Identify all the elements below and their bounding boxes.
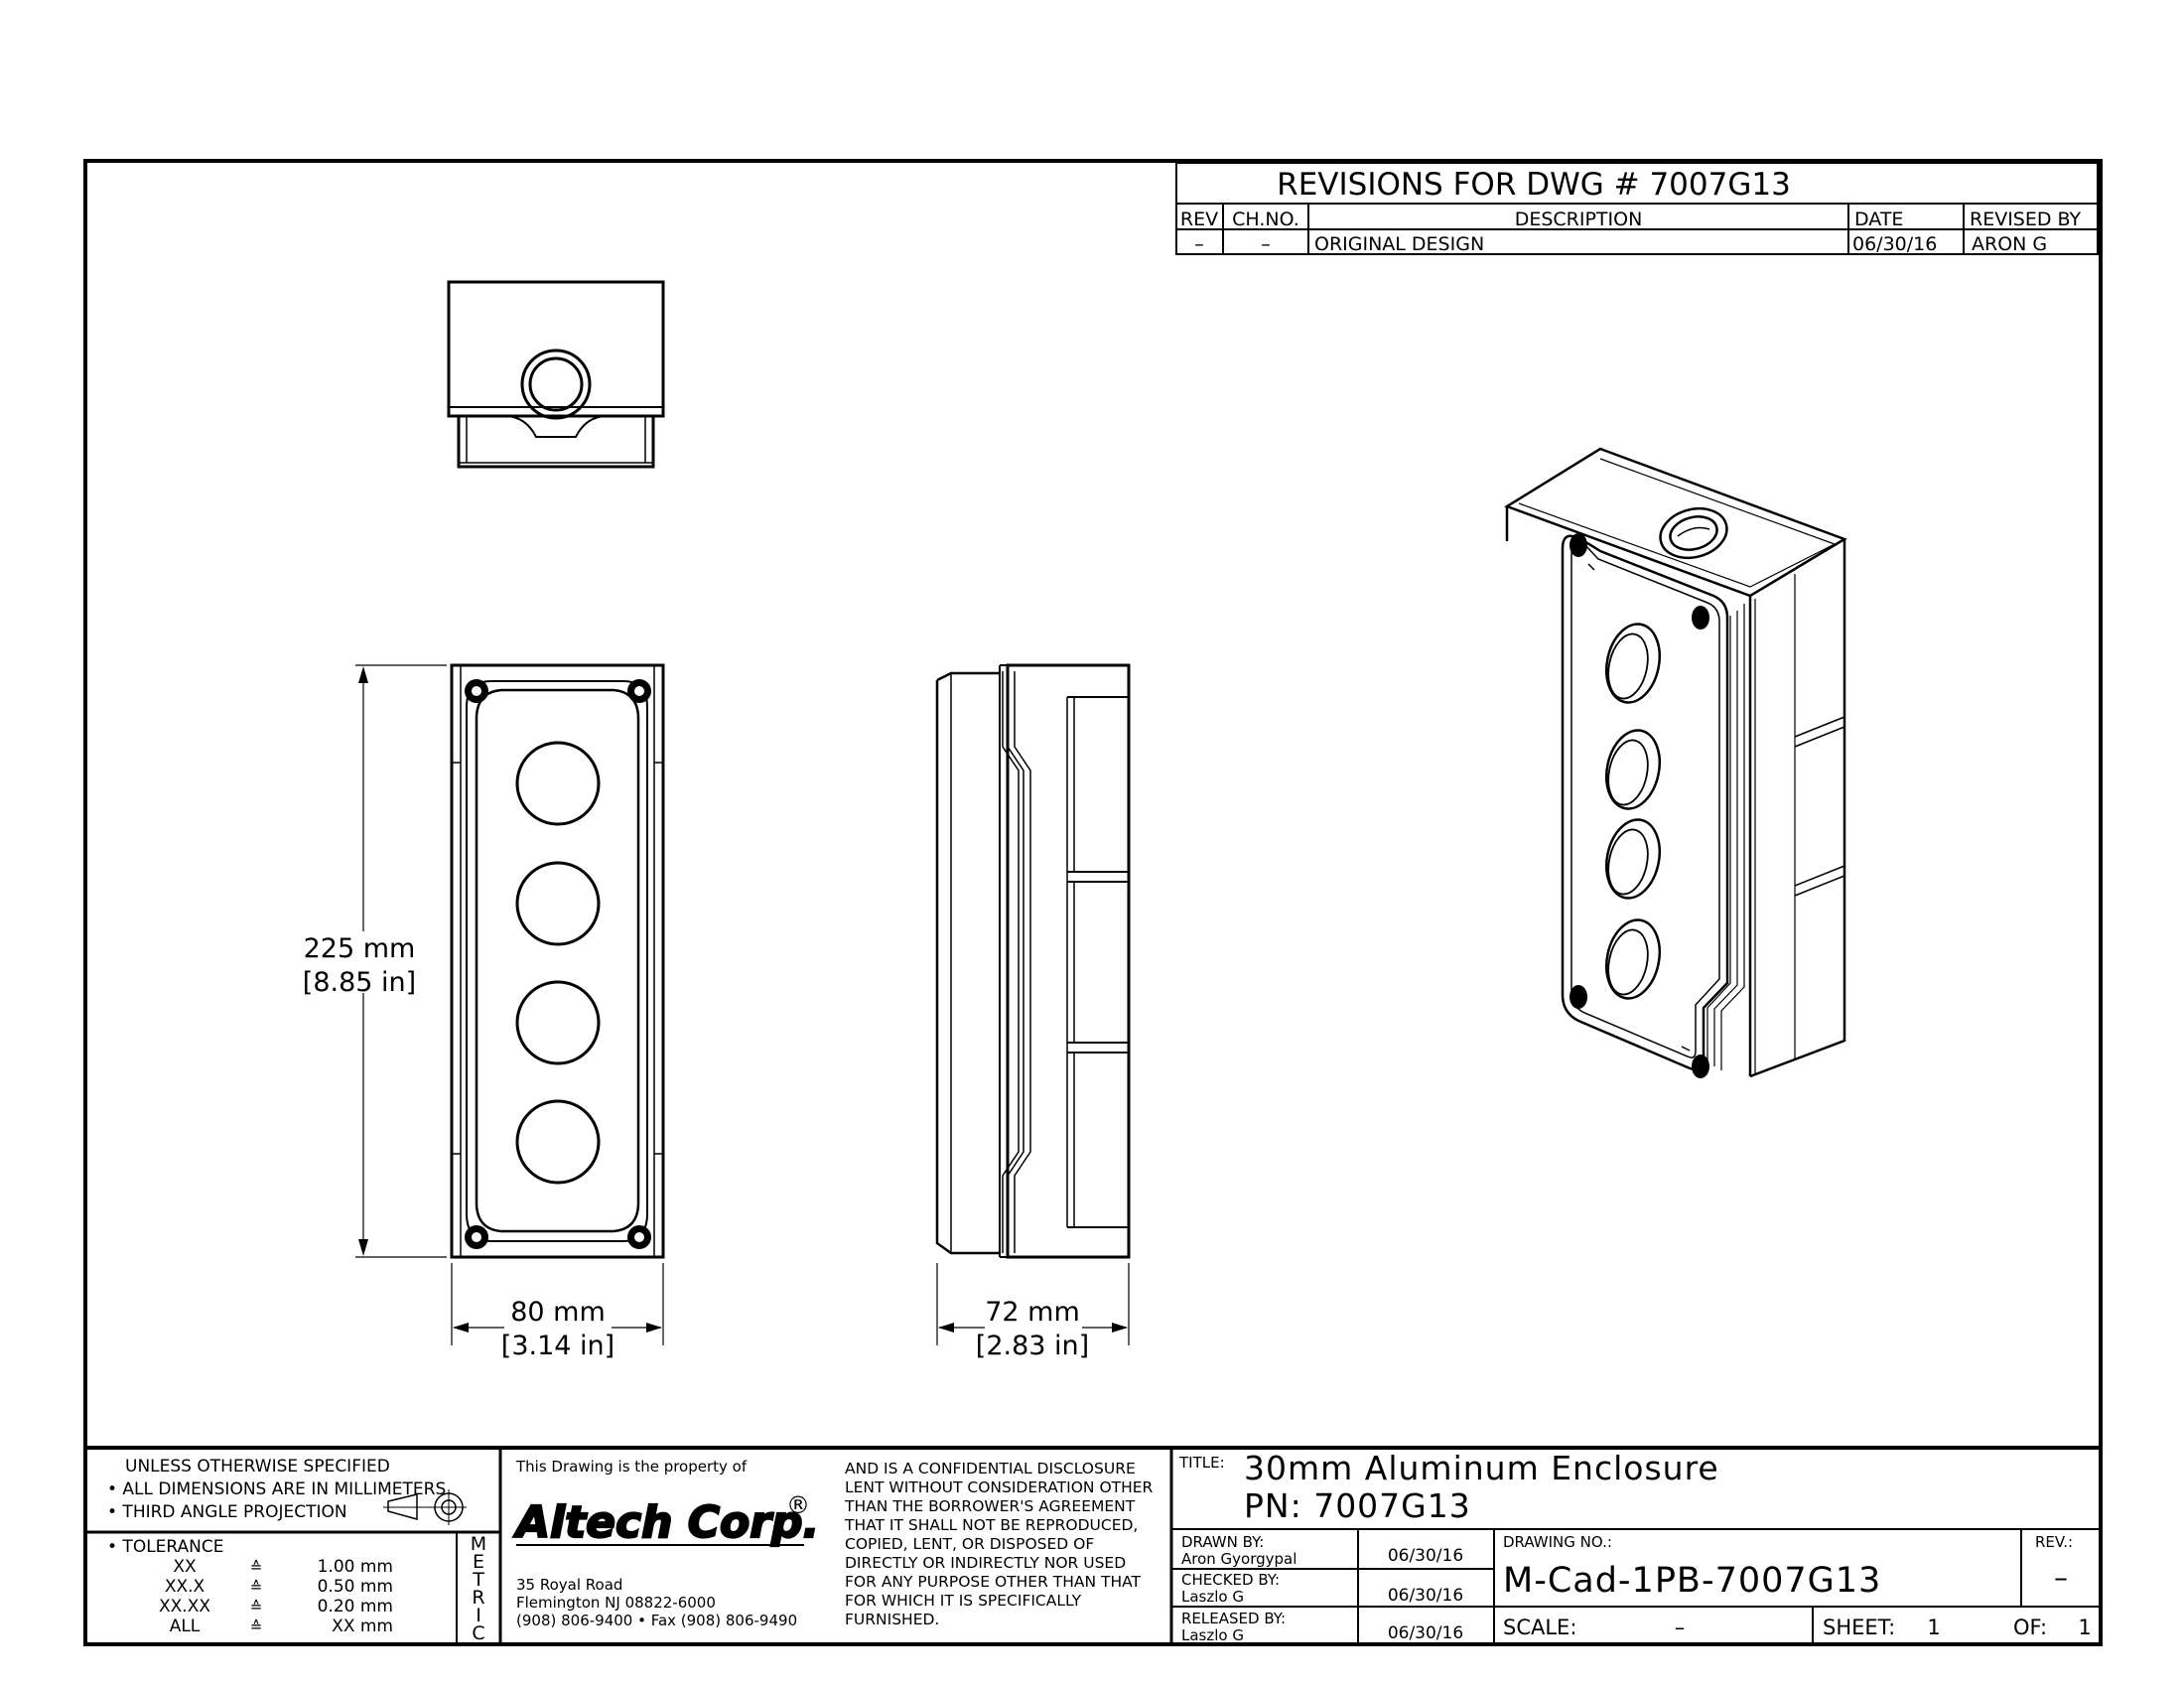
tolerance-value: 0.20 mm <box>318 1597 393 1617</box>
tolerance-label: • TOLERANCE <box>107 1537 224 1557</box>
scale-label: SCALE: <box>1503 1616 1576 1639</box>
revision-date: 06/30/16 <box>1852 233 1937 255</box>
metric-letter: C <box>472 1622 484 1644</box>
rev-value: – <box>2054 1561 2068 1594</box>
company-phone: (908) 806-9400 • Fax (908) 806-9490 <box>516 1612 797 1629</box>
metric-letter: I <box>476 1605 481 1626</box>
depth-mm-label: 72 mm <box>985 1297 1080 1328</box>
note-third-angle: • THIRD ANGLE PROJECTION <box>107 1502 347 1522</box>
third-angle-projection-icon <box>383 1489 467 1525</box>
note-unless-specified: UNLESS OTHERWISE SPECIFIED <box>125 1457 390 1477</box>
tolerance-format: XX <box>173 1557 197 1577</box>
checked-by-label: CHECKED BY: <box>1181 1571 1280 1589</box>
company-address-1: 35 Royal Road <box>516 1576 622 1594</box>
tolerance-value: 1.00 mm <box>318 1557 393 1577</box>
revisions-title: REVISIONS FOR DWG # 7007G13 <box>1277 167 1791 203</box>
revised-by-header: REVISED BY <box>1970 209 2082 230</box>
metric-letter: M <box>471 1533 486 1555</box>
disclosure-line: THAN THE BORROWER'S AGREEMENT <box>844 1497 1136 1515</box>
drawn-by-name: Aron Gyorgypal <box>1181 1550 1297 1568</box>
metric-letter: E <box>473 1551 484 1573</box>
metric-letter: T <box>472 1569 484 1591</box>
depth-dimension: 72 mm [2.83 in] <box>936 1263 1130 1361</box>
revision-revised-by: ARON G <box>1972 233 2047 255</box>
general-notes: UNLESS OTHERWISE SPECIFIED • ALL DIMENSI… <box>107 1457 486 1644</box>
ch-no-header: CH.NO. <box>1232 209 1299 230</box>
corner-screws <box>465 679 651 1249</box>
tolerance-format: XX.XX <box>159 1597 210 1617</box>
sheet-label: SHEET: <box>1823 1616 1895 1639</box>
disclosure-line: AND IS A CONFIDENTIAL DISCLOSURE <box>845 1460 1136 1477</box>
disclosure-line: COPIED, LENT, OR DISPOSED OF <box>845 1535 1094 1553</box>
metric-letter: R <box>472 1587 484 1609</box>
sheet-border <box>83 159 2103 1646</box>
of-label: OF: <box>2013 1616 2047 1639</box>
released-by-label: RELEASED BY: <box>1181 1610 1286 1627</box>
checked-by-name: Laszlo G <box>1181 1588 1244 1606</box>
drawing-no-label: DRAWING NO.: <box>1503 1533 1612 1551</box>
tolerance-symbol: ≙ <box>250 1558 263 1576</box>
width-in-label: [3.14 in] <box>501 1331 614 1361</box>
height-mm-label: 225 mm <box>304 933 416 964</box>
drawn-by-label: DRAWN BY: <box>1181 1533 1264 1551</box>
of-value: 1 <box>2078 1616 2091 1639</box>
title-label: TITLE: <box>1178 1454 1225 1472</box>
registered-mark: ® <box>786 1491 810 1519</box>
front-view <box>450 663 665 1259</box>
drawing-number: M-Cad-1PB-7007G13 <box>1503 1561 1881 1601</box>
tolerance-value: XX mm <box>332 1617 393 1636</box>
released-by-name: Laszlo G <box>1181 1626 1244 1644</box>
revision-rev: – <box>1194 233 1204 255</box>
rev-label: REV.: <box>2035 1533 2073 1551</box>
tolerance-value: 0.50 mm <box>318 1577 393 1597</box>
company-logo: Altech Corp. ® <box>512 1491 820 1549</box>
disclosure-line: FOR ANY PURPOSE OTHER THAN THAT <box>845 1573 1142 1591</box>
disclosure-line: THAT IT SHALL NOT BE REPRODUCED, <box>844 1516 1138 1534</box>
title-info: TITLE: 30mm Aluminum Enclosure PN: 7007G… <box>1178 1449 2092 1644</box>
date-header: DATE <box>1854 209 1903 230</box>
tolerance-symbol: ≙ <box>250 1578 263 1596</box>
rev-header: REV <box>1180 209 1218 230</box>
drawn-date: 06/30/16 <box>1388 1546 1463 1566</box>
revision-description: ORIGINAL DESIGN <box>1314 233 1484 255</box>
released-date: 06/30/16 <box>1388 1623 1463 1643</box>
company-name-logo: Altech Corp. <box>513 1497 819 1548</box>
description-header: DESCRIPTION <box>1515 209 1643 230</box>
part-number: PN: 7007G13 <box>1244 1486 1471 1525</box>
height-dimension: 225 mm [8.85 in] <box>303 664 447 1258</box>
title-block <box>85 1446 2101 1644</box>
company-address-2: Flemington NJ 08822-6000 <box>516 1594 716 1612</box>
disclosure-line: DIRECTLY OR INDIRECTLY NOR USED <box>845 1554 1126 1572</box>
top-view <box>447 280 665 469</box>
height-in-label: [8.85 in] <box>303 967 416 998</box>
checked-date: 06/30/16 <box>1388 1586 1463 1606</box>
isometric-view <box>1504 447 1847 1078</box>
disclosure-line: FOR WHICH IT IS SPECIFICALLY <box>845 1592 1082 1610</box>
tolerance-format: ALL <box>170 1617 201 1636</box>
revisions-table: REVISIONS FOR DWG # 7007G13 REV CH.NO. D… <box>1175 162 2099 255</box>
revision-ch-no: – <box>1261 233 1271 255</box>
side-view <box>935 663 1131 1259</box>
company-block: This Drawing is the property of Altech C… <box>512 1458 1154 1629</box>
sheet-value: 1 <box>1927 1616 1940 1639</box>
depth-in-label: [2.83 in] <box>976 1331 1089 1361</box>
scale-value: – <box>1675 1616 1686 1639</box>
width-dimension: 80 mm [3.14 in] <box>451 1263 664 1361</box>
tolerance-symbol: ≙ <box>250 1618 263 1635</box>
width-mm-label: 80 mm <box>510 1297 606 1328</box>
tolerance-format: XX.X <box>165 1577 205 1597</box>
tolerance-symbol: ≙ <box>250 1598 263 1616</box>
disclosure-line: FURNISHED. <box>845 1611 939 1628</box>
disclosure-line: LENT WITHOUT CONSIDERATION OTHER <box>845 1478 1154 1496</box>
drawing-title: 30mm Aluminum Enclosure <box>1244 1449 1719 1487</box>
note-dimensions-mm: • ALL DIMENSIONS ARE IN MILLIMETERS <box>107 1479 446 1499</box>
property-note: This Drawing is the property of <box>515 1458 748 1476</box>
